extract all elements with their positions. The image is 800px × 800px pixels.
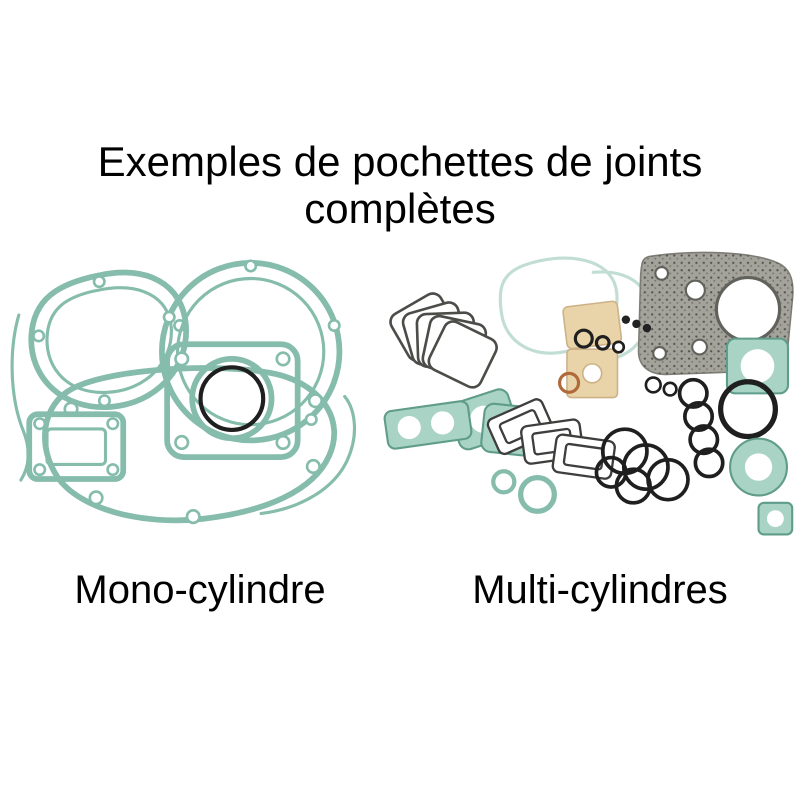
- page-title: Exemples de pochettes de joints complète…: [98, 138, 703, 232]
- small-rect-gasket: [26, 411, 127, 482]
- mono-cylinder-gasket-illustration: [0, 246, 376, 546]
- o-ring-cluster: [594, 427, 690, 505]
- copper-ring: [557, 371, 581, 394]
- gasket-edge-curve-2: [259, 395, 357, 516]
- clutch-cover-gasket: [159, 259, 343, 444]
- gasket-edge-curve: [10, 313, 30, 482]
- multi-cylinder-gasket-illustration: [376, 246, 800, 546]
- head-gasket: [164, 341, 301, 461]
- o-ring-chain: [677, 377, 725, 479]
- page-title-line-2: complètes: [304, 185, 496, 233]
- caption-mono-cylindre: Mono-cylindre: [74, 568, 326, 613]
- gasket-fan: [389, 292, 498, 389]
- teal-rings: [491, 469, 557, 514]
- gasket-kit-illustrations: [0, 246, 800, 546]
- small-gasket-row: [486, 398, 616, 480]
- small-o-rings: [573, 315, 678, 397]
- page-title-line-1: Exemples de pochettes de joints: [97, 138, 703, 185]
- right-column-gaskets: [718, 337, 794, 536]
- cylinder-base-gasket: [383, 400, 473, 450]
- captions-row: Mono-cylindre Multi-cylindres: [0, 568, 800, 613]
- caption-multi-cylindres: Multi-cylindres: [472, 568, 728, 613]
